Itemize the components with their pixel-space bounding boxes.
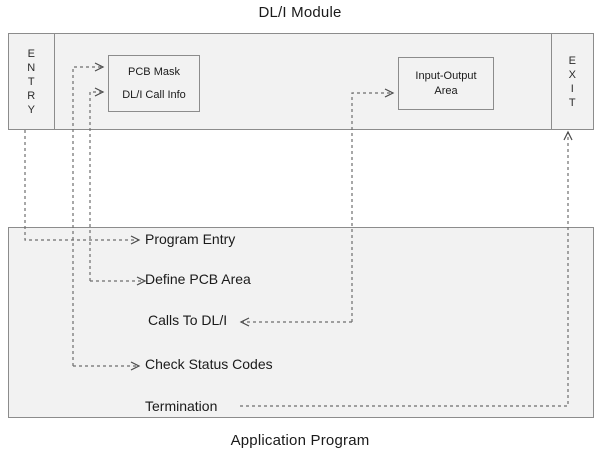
application-program-box (8, 227, 594, 418)
dli-call-info-label: DL/I Call Info (122, 89, 186, 102)
step-calls-to-dli: Calls To DL/I (148, 312, 228, 328)
dli-module-box: E N T R Y E X I T (8, 33, 594, 130)
arrowhead-exit (563, 130, 573, 141)
entry-letter-1: E (27, 47, 36, 60)
input-output-area-box: Input-Output Area (398, 57, 494, 110)
connector-entry-to-program-entry (24, 130, 138, 241)
entry-letter-4: R (27, 89, 36, 102)
step-termination: Termination (145, 398, 218, 414)
step-define-pcb-area: Define PCB Area (145, 271, 251, 287)
exit-letter-4: T (568, 96, 577, 109)
exit-letter-3: I (570, 82, 575, 95)
entry-letter-5: Y (27, 103, 36, 116)
module-title: DL/I Module (258, 4, 342, 21)
pcb-mask-box: PCB Mask DL/I Call Info (108, 55, 200, 112)
entry-letter-2: N (27, 61, 36, 74)
exit-column: E X I T (551, 34, 593, 129)
step-program-entry: Program Entry (145, 231, 236, 247)
step-check-status-codes: Check Status Codes (145, 356, 273, 372)
entry-column: E N T R Y (9, 34, 55, 129)
input-output-label-line2: Area (434, 84, 458, 97)
input-output-label-line1: Input-Output (415, 69, 477, 82)
pcb-mask-label: PCB Mask (128, 65, 180, 78)
entry-letter-3: T (27, 75, 36, 88)
application-program-title: Application Program (230, 432, 370, 449)
exit-letter-2: X (568, 68, 577, 81)
exit-letter-1: E (568, 54, 577, 67)
